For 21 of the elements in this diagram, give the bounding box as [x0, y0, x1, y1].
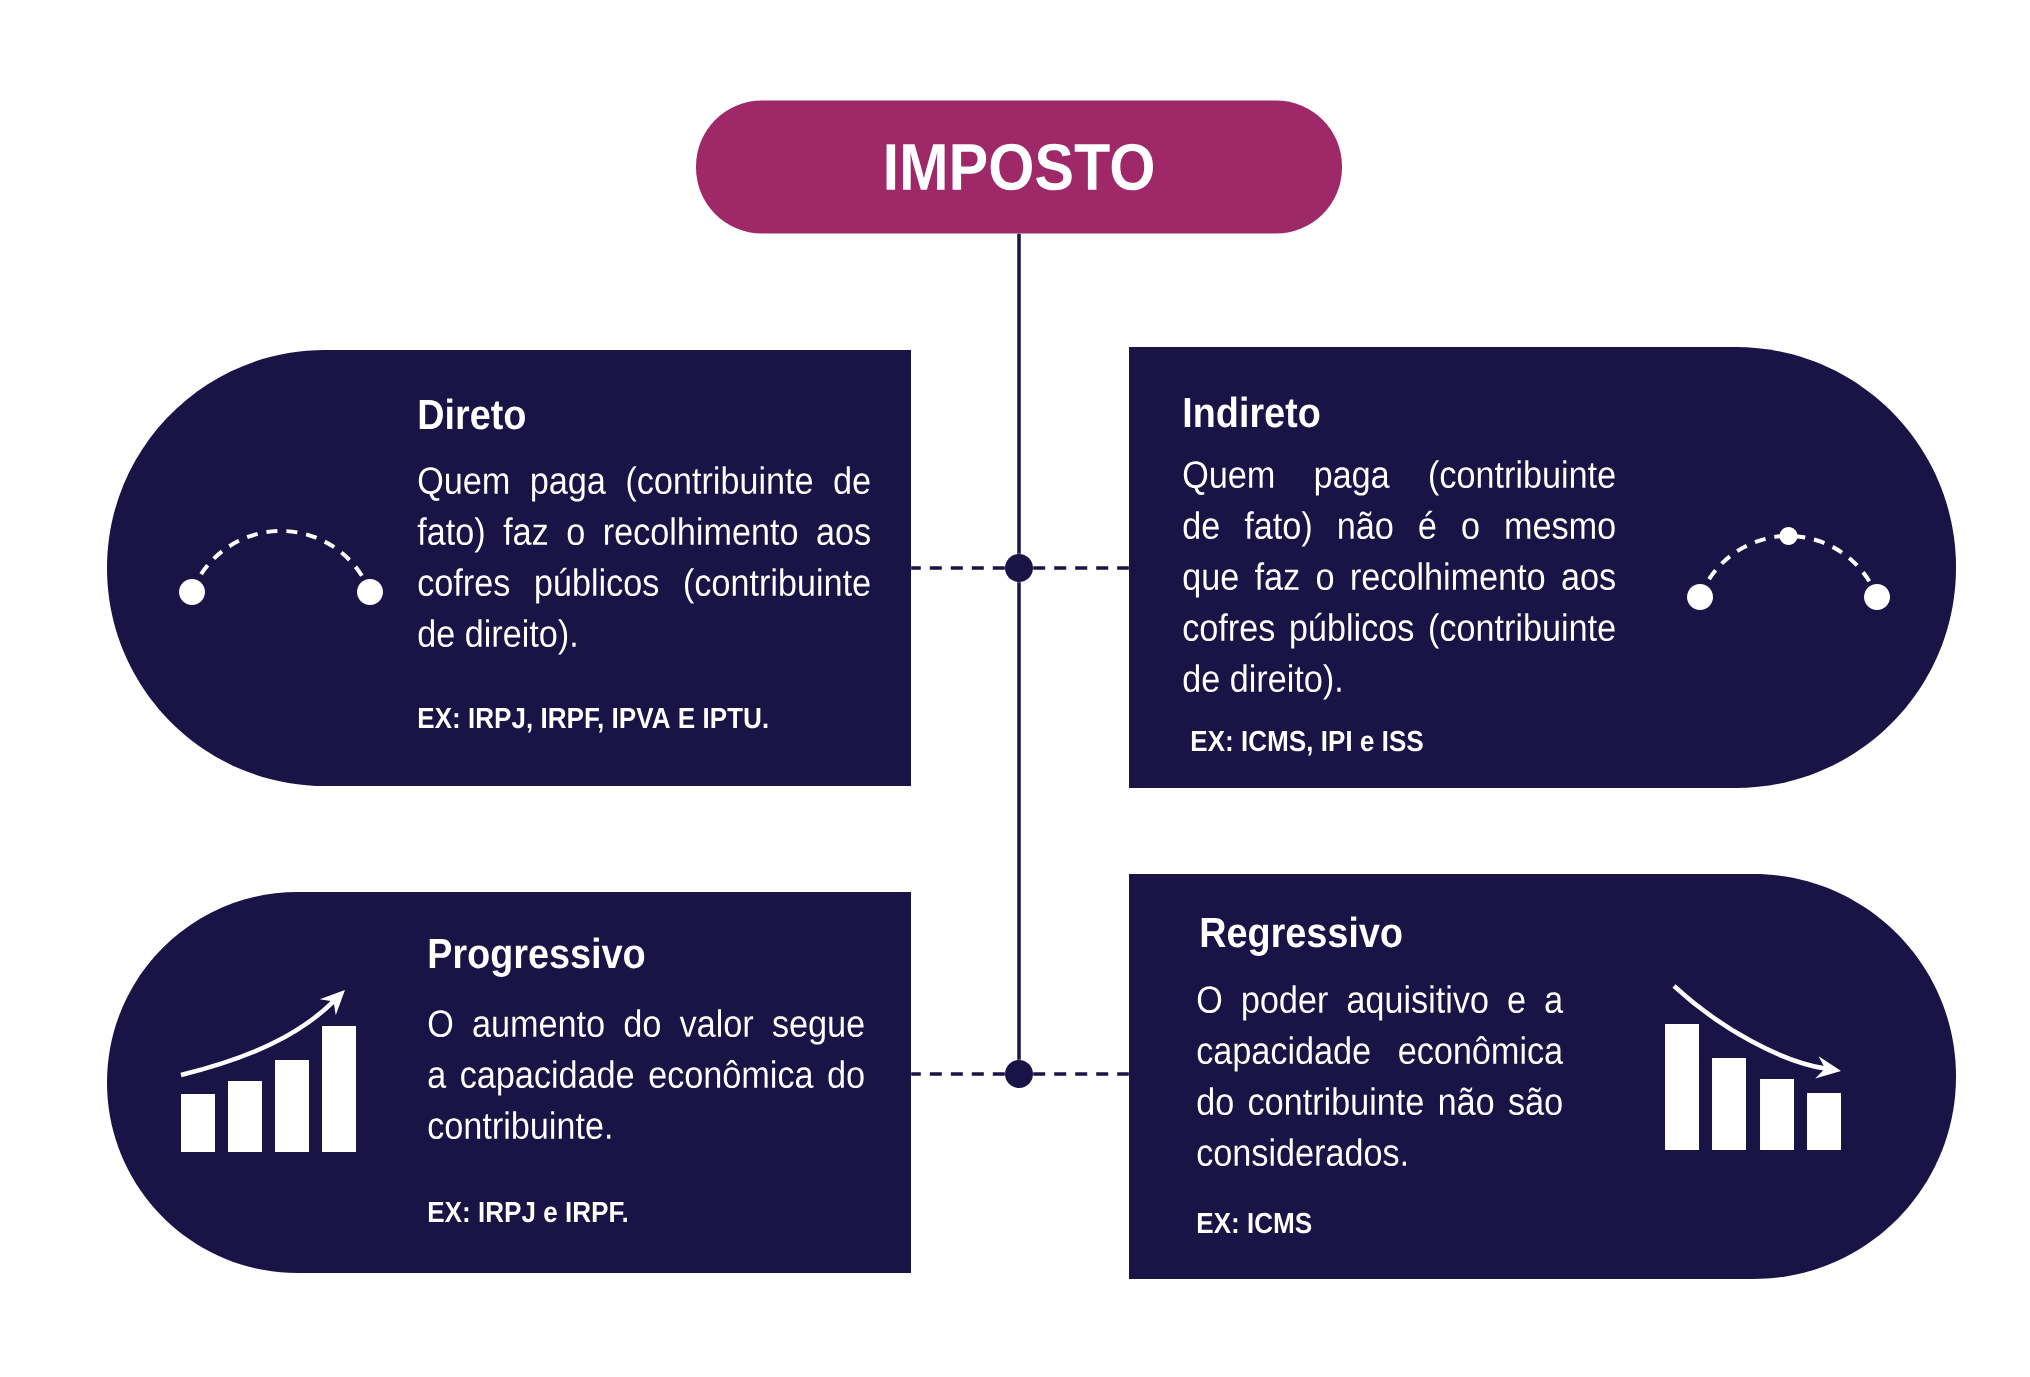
card-heading: Direto — [419, 398, 525, 430]
card-text: O aumento do valor segue a capacidade econômica do contribuinte. — [428, 1009, 864, 1140]
card-text: Quem paga (contribuinte de fato) faz o recolhimento aos cofres públicos (contribuinte de direito). — [417, 466, 870, 655]
card-heading: Indireto — [1184, 396, 1320, 428]
title-pill: IMPOSTO — [696, 100, 1342, 234]
example-text: EX: IRPJ e IRPF. — [428, 1202, 628, 1223]
dashed-connector — [911, 1072, 1005, 1076]
dashed-connector — [1033, 566, 1129, 570]
card-text: O poder aquisitivo e a capacidade econômica do contribuinte não são considerados. — [1197, 985, 1564, 1167]
connector-line — [1017, 233, 1021, 554]
example-text: EX: IRPJ, IRPF, IPVA E IPTU. — [418, 708, 768, 733]
junction-dot — [1005, 1060, 1033, 1088]
junction-dot — [1005, 554, 1033, 582]
example-text: EX: ICMS — [1197, 1212, 1312, 1234]
dashed-connector — [1033, 1072, 1129, 1076]
dashed-connector — [911, 566, 1005, 570]
connector-line — [1017, 582, 1021, 1060]
card-heading: Regressivo — [1201, 916, 1402, 956]
card-heading: Progressivo — [429, 937, 645, 977]
example-text: EX: ICMS, IPI e ISS — [1191, 730, 1423, 756]
card-text: Quem paga (contribuinte de fato) não é o mesmo que faz o recolhimento aos cofres públicos (contribuinte de direito). — [1183, 460, 1615, 700]
